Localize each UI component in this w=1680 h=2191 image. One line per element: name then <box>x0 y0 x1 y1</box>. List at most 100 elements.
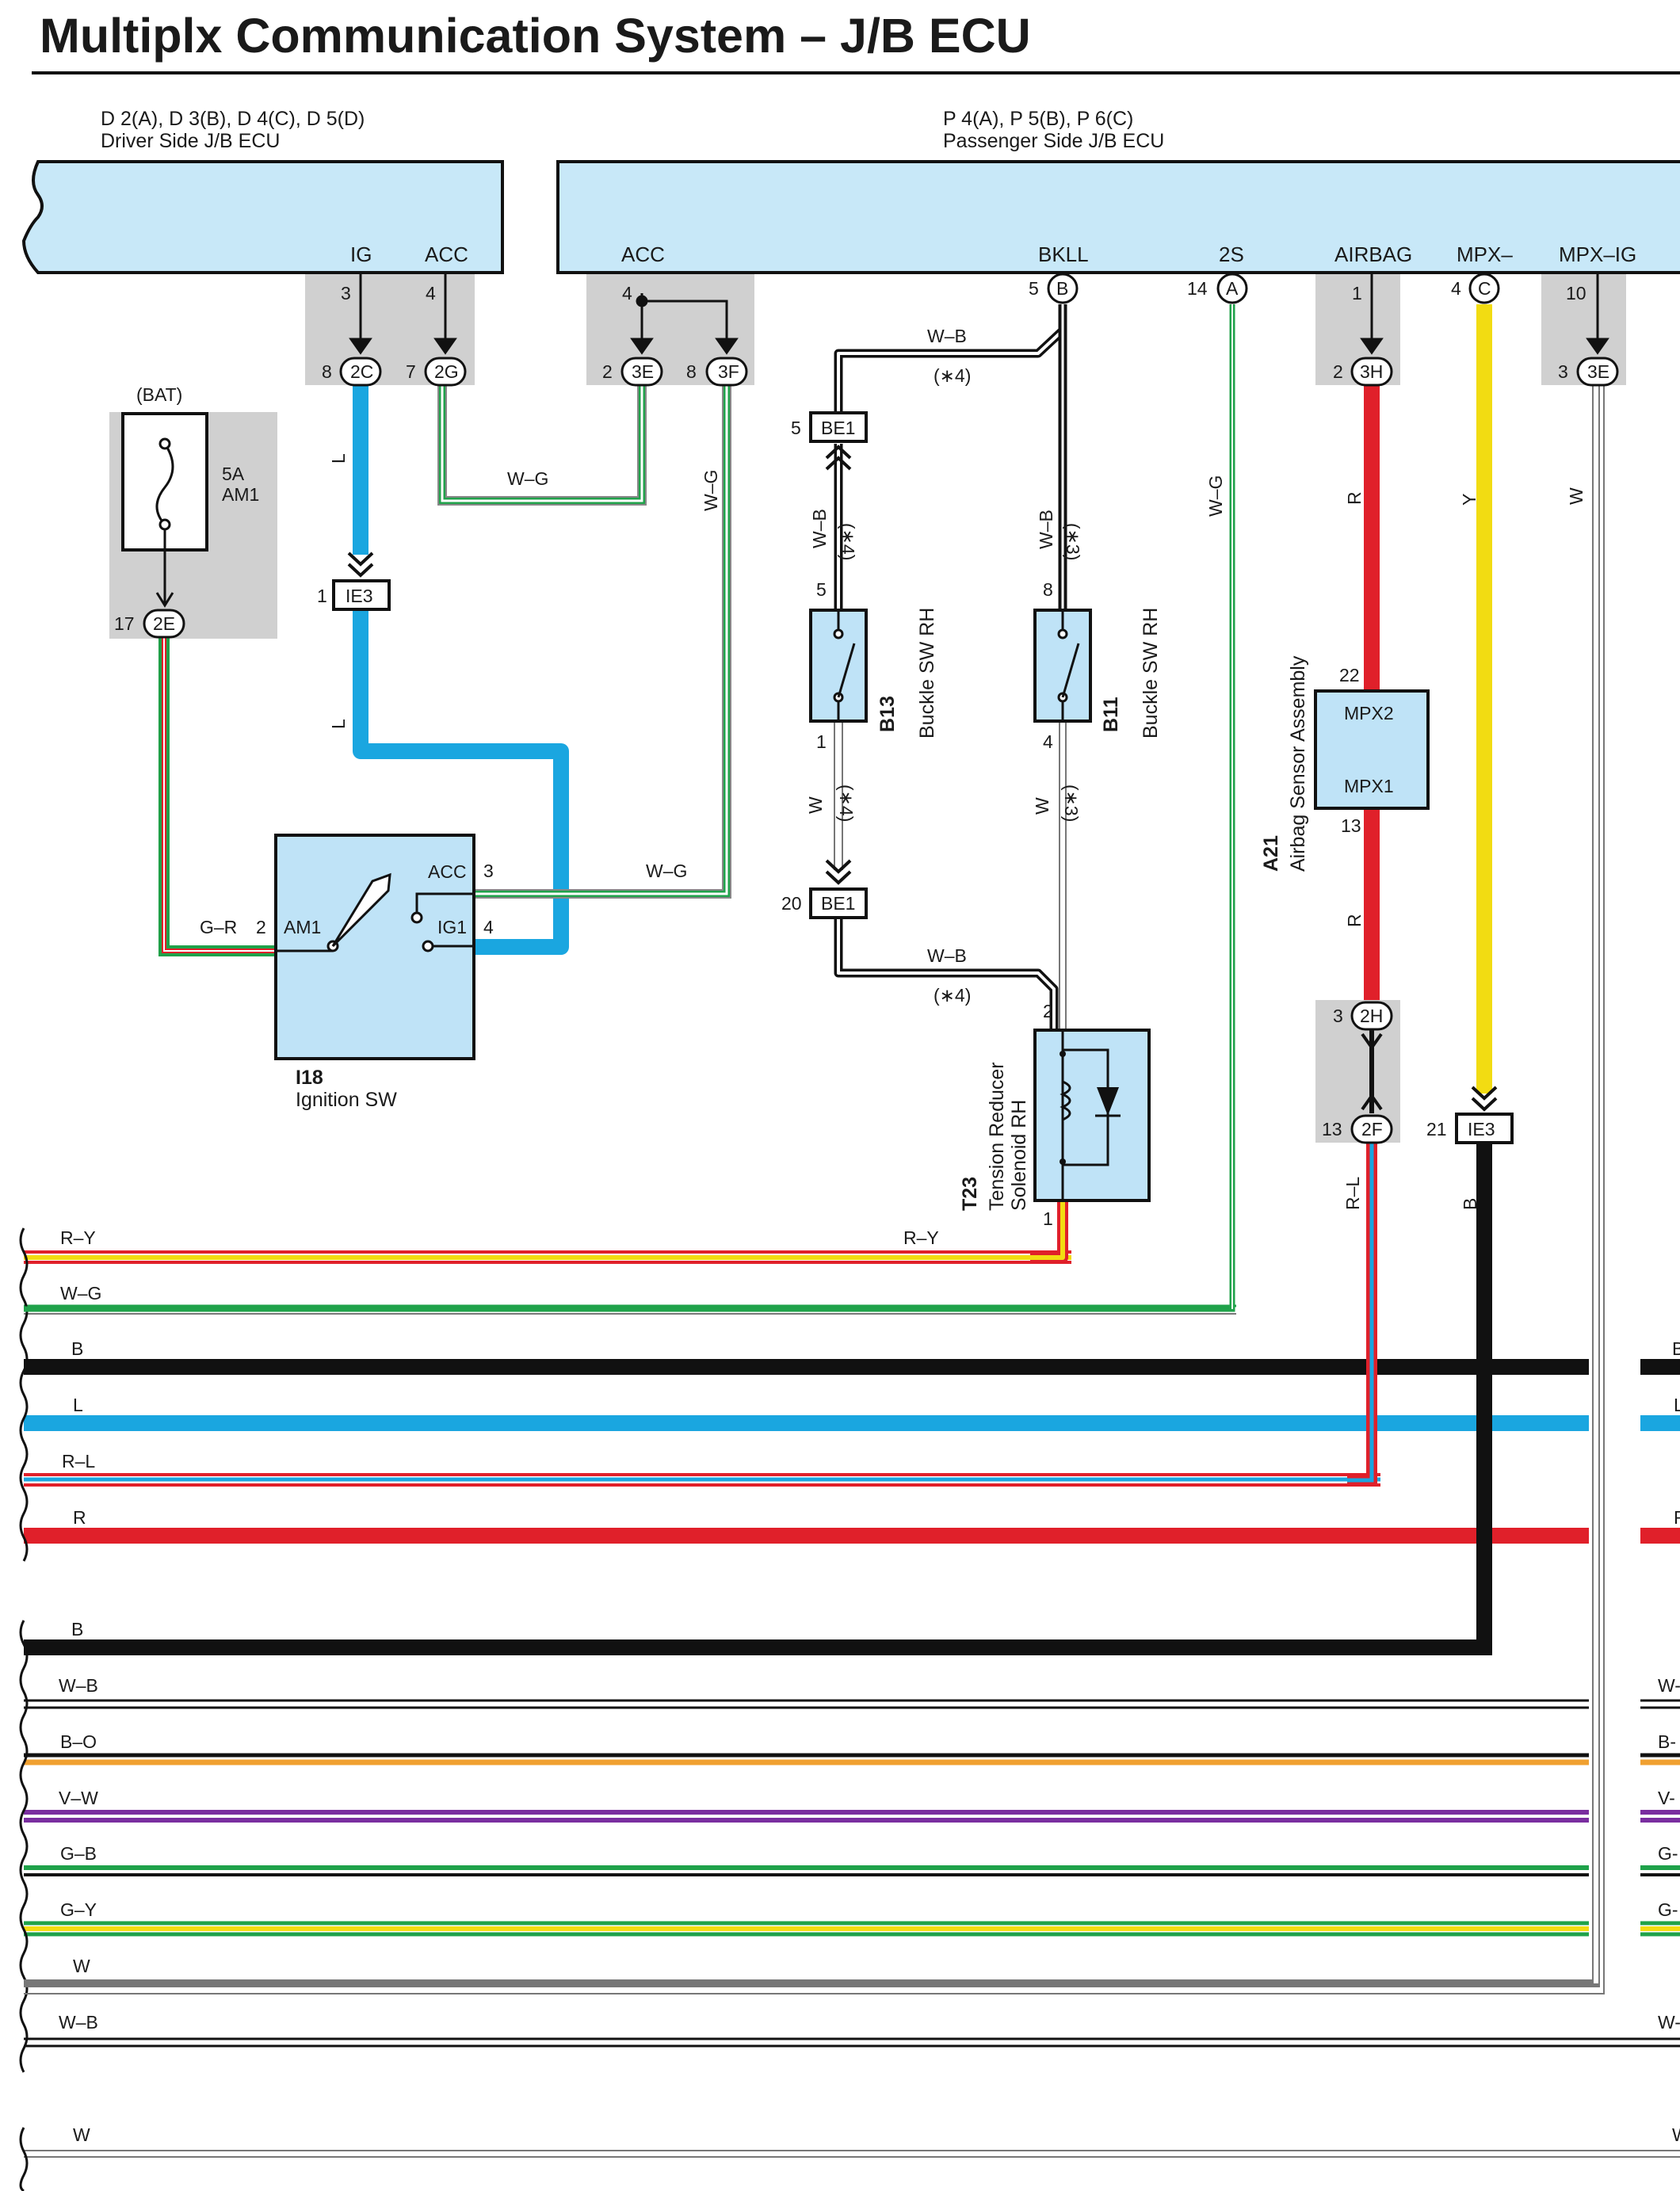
ecu-pin-mpx-minus: MPX– <box>1457 242 1513 266</box>
wire-airbag <box>1347 384 1380 1486</box>
conn-3f: 3F <box>718 361 739 382</box>
svg-text:14: 14 <box>1187 278 1208 299</box>
bus-label-right: W- <box>1658 2012 1680 2033</box>
pin-drops <box>349 273 1609 355</box>
bus-label-right: G- <box>1658 1843 1678 1864</box>
svg-text:10: 10 <box>1566 283 1586 303</box>
svg-text:2: 2 <box>1333 361 1343 382</box>
svg-text:13: 13 <box>1341 815 1361 836</box>
ecu-left-name: Driver Side J/B ECU <box>101 130 280 152</box>
wire-ig-blue <box>353 384 569 955</box>
wire-label-gr: G–R <box>200 917 237 937</box>
ecu-right-code: P 4(A), P 5(B), P 6(C) <box>943 108 1133 130</box>
ignition-switch <box>274 834 475 1060</box>
wire-acc-wg <box>437 384 647 506</box>
ecu-pin-acc-right: ACC <box>621 242 665 266</box>
svg-text:22: 22 <box>1339 665 1360 685</box>
bus-label-right: B- <box>1658 1731 1676 1752</box>
tension-reducer-solenoid <box>1033 1029 1151 1202</box>
bus-label: V–W <box>59 1788 98 1808</box>
bus-labels: R–Y W–G B L R–L R B W–B B–O V–W G–B G–Y … <box>59 1227 1680 2145</box>
wire-label-w: W <box>1566 487 1586 505</box>
wire-label-wg: W–G <box>701 470 721 511</box>
conn-2e: 2E <box>153 613 175 634</box>
wire-label-wb: W–B <box>927 945 967 966</box>
svg-text:3: 3 <box>483 861 494 881</box>
wire-3f-wg <box>475 384 731 899</box>
bus-label-right: V- <box>1658 1788 1675 1808</box>
svg-text:4: 4 <box>426 283 436 303</box>
conn-2c: 2C <box>350 361 373 382</box>
bus-label: B <box>71 1338 83 1359</box>
svg-text:2: 2 <box>1043 1001 1053 1021</box>
wire-label-b: B <box>1460 1198 1480 1210</box>
note-4: (∗4) <box>934 365 971 386</box>
bus-label-right: W- <box>1658 1675 1680 1696</box>
page-title: Multiplx Communication System – J/B ECU <box>40 9 1031 63</box>
ecu-pin-bkll: BKLL <box>1038 242 1089 266</box>
wire-mpx-minus <box>1474 304 1492 1655</box>
ecu-pin-acc-left: ACC <box>425 242 468 266</box>
svg-text:4: 4 <box>1043 731 1053 752</box>
conn-2f: 2F <box>1361 1119 1383 1139</box>
wire-label-wg: W–G <box>507 468 548 489</box>
svg-text:5: 5 <box>1029 278 1039 299</box>
ign-am1-label: AM1 <box>284 917 321 937</box>
bus-label: R–Y <box>60 1227 96 1248</box>
svg-text:5: 5 <box>816 579 827 600</box>
conn-2g: 2G <box>434 361 459 382</box>
svg-text:8: 8 <box>686 361 697 382</box>
ign-code: I18 <box>296 1067 323 1089</box>
t23-name1: Tension Reducer <box>986 1062 1008 1211</box>
svg-text:1: 1 <box>816 731 827 752</box>
ecu-left-box <box>21 160 504 274</box>
wire-label-r: R <box>1344 491 1365 505</box>
ign-name: Ignition SW <box>296 1089 397 1111</box>
note-4: (∗4) <box>934 985 971 1006</box>
ign-acc-label: ACC <box>428 861 467 882</box>
ecu-pin-airbag: AIRBAG <box>1334 242 1412 266</box>
wire-label-w: W <box>805 796 826 814</box>
svg-text:3: 3 <box>341 283 351 303</box>
airbag-mpx2: MPX2 <box>1344 703 1394 723</box>
svg-text:8: 8 <box>1043 579 1053 600</box>
note-4: (∗4) <box>838 523 858 560</box>
connector-ovals <box>143 273 1619 1144</box>
wire-mpx-ig <box>24 384 1605 1994</box>
svg-text:2: 2 <box>256 917 266 937</box>
svg-text:4: 4 <box>483 917 494 937</box>
fuse-bat: (BAT) <box>136 384 182 405</box>
svg-text:13: 13 <box>1322 1119 1342 1139</box>
a21-code: A21 <box>1260 835 1282 872</box>
ecu-right-box <box>556 160 1680 274</box>
bus-wires <box>24 1250 1680 2158</box>
svg-text:17: 17 <box>114 613 135 634</box>
b11-name: Buckle SW RH <box>1140 608 1162 739</box>
wire-label-wb: W–B <box>1036 510 1056 549</box>
bus-label: W–B <box>59 1675 98 1696</box>
connector-labels: 2C 2G 3E 3F 2E 3H 3E 2H 2F B A C <box>153 278 1609 1139</box>
wire-2s-wg <box>24 304 1235 1312</box>
buckle-switch-b13 <box>809 609 868 723</box>
b11-code: B11 <box>1100 697 1122 732</box>
bus-label: B–O <box>60 1731 97 1752</box>
svg-text:1: 1 <box>317 586 327 606</box>
bus-label: W <box>73 1956 90 1976</box>
bus-label: B <box>71 1619 83 1639</box>
conn-ie3: IE3 <box>1468 1119 1495 1139</box>
inline-connectors: IE3 BE1 BE1 IE3 <box>332 411 1514 1144</box>
break-marks <box>19 1227 29 2191</box>
wire-label-rl: R–L <box>1342 1177 1363 1210</box>
ecu-right-name: Passenger Side J/B ECU <box>943 130 1164 152</box>
svg-text:4: 4 <box>1451 278 1461 299</box>
wire-label-r: R <box>1344 914 1365 927</box>
svg-text:21: 21 <box>1426 1119 1447 1139</box>
conn-3e: 3E <box>632 361 654 382</box>
bus-label: W–B <box>59 2012 98 2033</box>
bus-label: G–Y <box>60 1899 97 1920</box>
wire-label-wb: W–B <box>927 326 967 346</box>
conn-b: B <box>1056 278 1068 299</box>
ecu-left-code: D 2(A), D 3(B), D 4(C), D 5(D) <box>101 108 365 130</box>
svg-text:4: 4 <box>622 283 632 303</box>
